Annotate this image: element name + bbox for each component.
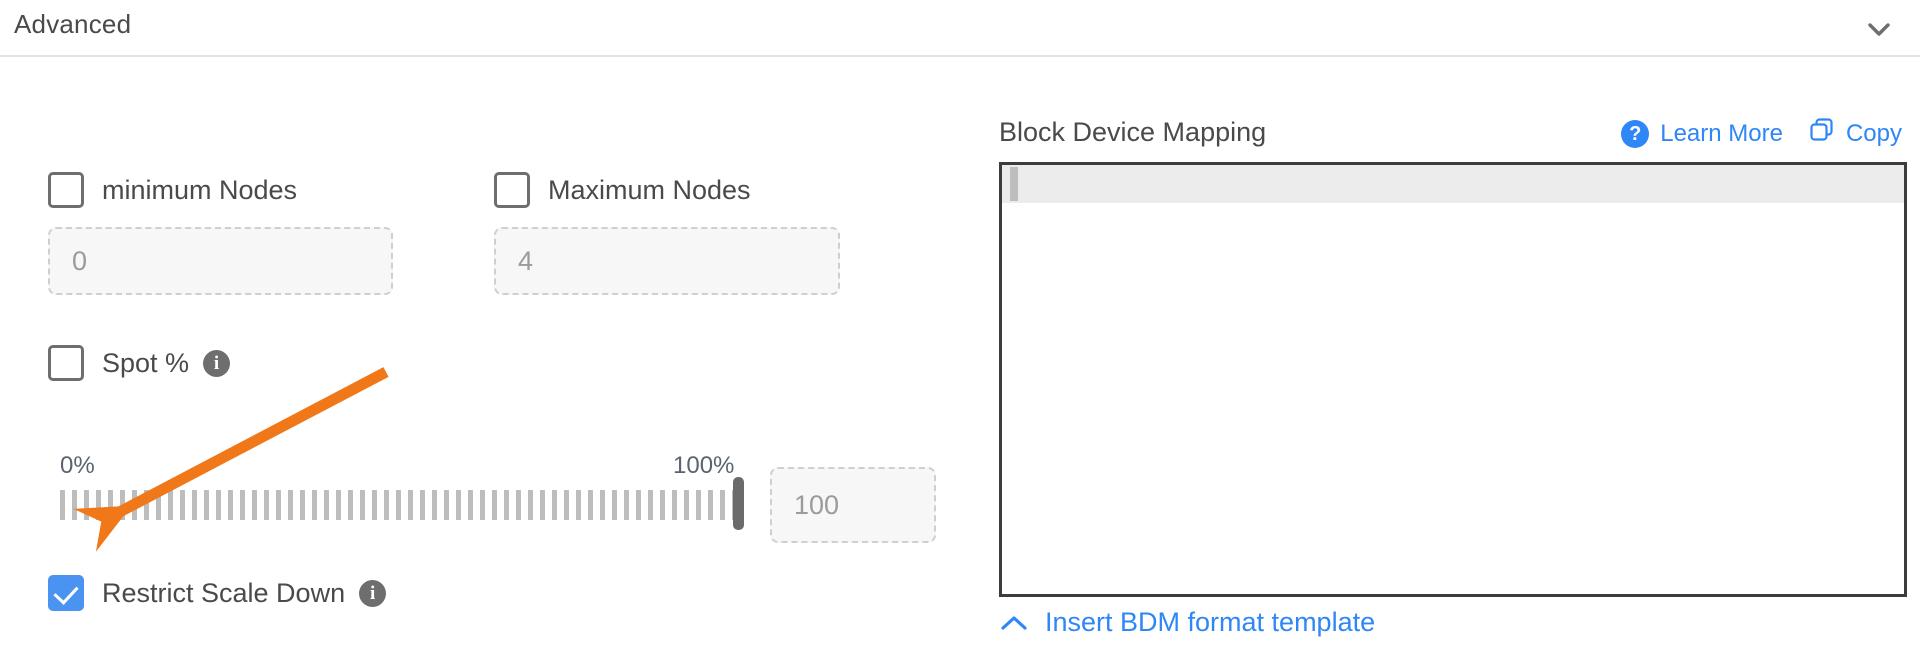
spot-percent-label: Spot % bbox=[102, 347, 190, 378]
insert-bdm-template-label: Insert BDM format template bbox=[1045, 607, 1376, 637]
left-column: minimum Nodes 0 Maximum Nodes 4 Spot % i… bbox=[0, 57, 960, 656]
block-device-mapping-editor[interactable] bbox=[999, 162, 1907, 597]
page-title: Advanced bbox=[14, 9, 132, 39]
minimum-nodes-input-value: 0 bbox=[72, 245, 88, 276]
chevron-up-icon bbox=[999, 612, 1029, 634]
info-icon[interactable]: i bbox=[203, 349, 231, 377]
restrict-scale-down-row: Restrict Scale Down i bbox=[48, 575, 387, 611]
maximum-nodes-label: Maximum Nodes bbox=[548, 174, 751, 205]
spot-percent-value: 100 bbox=[794, 489, 840, 520]
minimum-nodes-label: minimum Nodes bbox=[102, 174, 298, 205]
learn-more-label: Learn More bbox=[1660, 119, 1783, 147]
learn-more-link[interactable]: ? Learn More bbox=[1621, 119, 1783, 148]
minimum-nodes-row: minimum Nodes bbox=[48, 172, 297, 208]
editor-active-line bbox=[1002, 165, 1904, 203]
section-header: Advanced bbox=[0, 0, 1920, 55]
slider-max-label: 100% bbox=[673, 452, 735, 479]
maximum-nodes-checkbox[interactable] bbox=[494, 172, 530, 208]
header-divider bbox=[0, 55, 1920, 57]
help-circle-icon: ? bbox=[1621, 119, 1650, 148]
chevron-down-icon[interactable] bbox=[1862, 12, 1896, 46]
copy-label: Copy bbox=[1845, 119, 1902, 147]
spot-percent-checkbox[interactable] bbox=[48, 345, 84, 381]
right-column: Block Device Mapping ? Learn More Copy bbox=[960, 57, 1920, 656]
restrict-scale-down-label: Restrict Scale Down bbox=[102, 577, 346, 608]
slider-min-label: 0% bbox=[60, 452, 95, 479]
maximum-nodes-input[interactable]: 4 bbox=[494, 227, 840, 295]
editor-cursor bbox=[1010, 167, 1018, 201]
info-icon[interactable]: i bbox=[359, 579, 387, 607]
insert-bdm-template-link[interactable]: Insert BDM format template bbox=[999, 607, 1375, 638]
minimum-nodes-input[interactable]: 0 bbox=[48, 227, 393, 295]
spot-percent-row: Spot % i bbox=[48, 345, 231, 381]
maximum-nodes-input-value: 4 bbox=[518, 245, 534, 276]
copy-icon bbox=[1809, 117, 1835, 150]
minimum-nodes-checkbox[interactable] bbox=[48, 172, 84, 208]
spot-percent-value-input[interactable]: 100 bbox=[770, 467, 936, 543]
block-device-mapping-actions: ? Learn More Copy bbox=[1621, 117, 1902, 150]
block-device-mapping-title: Block Device Mapping bbox=[999, 117, 1267, 147]
slider-handle[interactable] bbox=[733, 477, 744, 530]
restrict-scale-down-checkbox[interactable] bbox=[48, 575, 84, 611]
copy-button[interactable]: Copy bbox=[1809, 117, 1902, 150]
spot-percent-slider-track[interactable] bbox=[60, 487, 738, 523]
maximum-nodes-row: Maximum Nodes bbox=[494, 172, 751, 208]
slider-ticks bbox=[60, 490, 738, 520]
